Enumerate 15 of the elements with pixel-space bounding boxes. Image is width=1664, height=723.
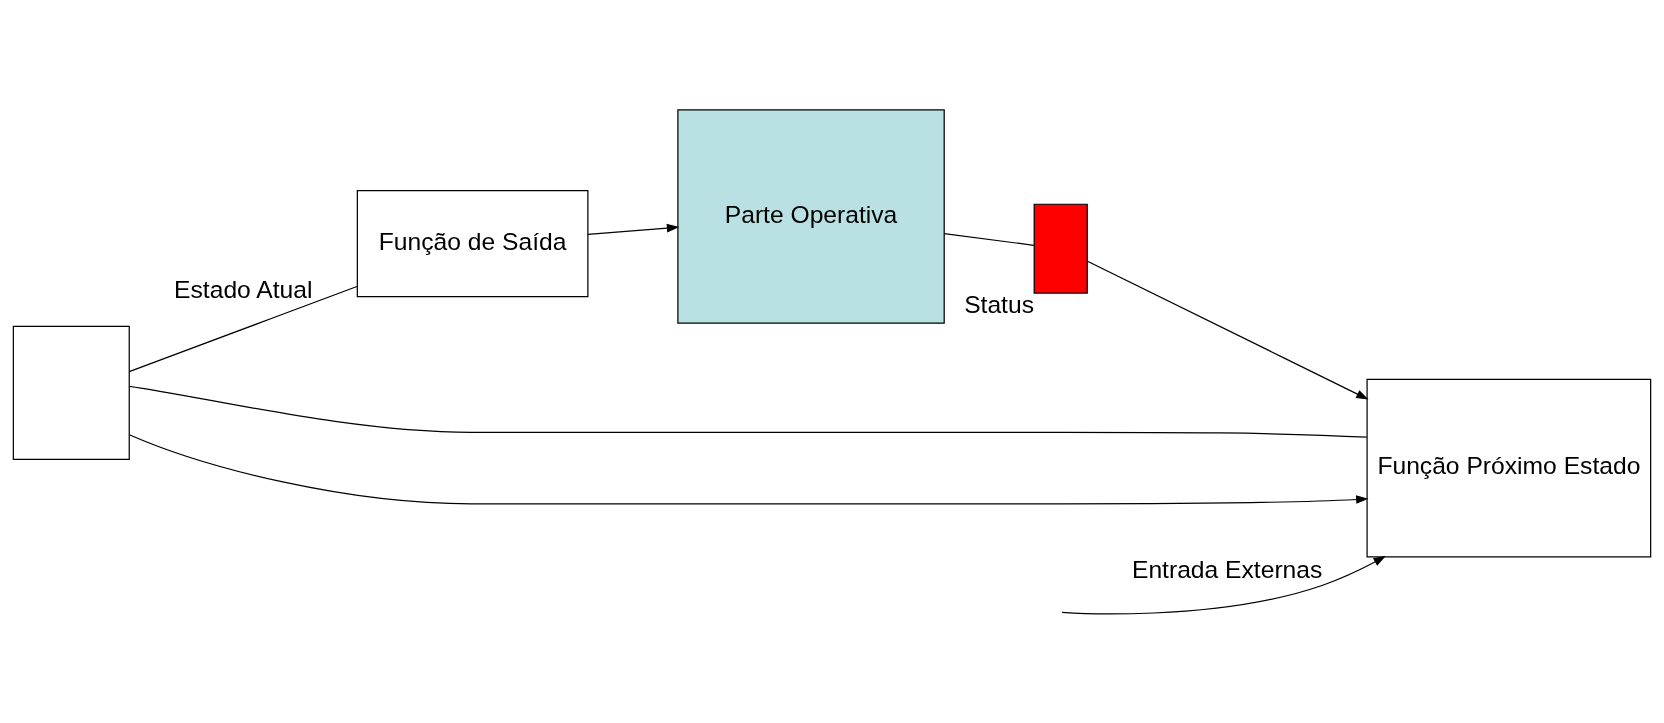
connector [128, 385, 1368, 438]
node-box: Função de Saída [356, 189, 589, 297]
connector [943, 232, 1035, 246]
arrow [1086, 260, 1369, 400]
node-box [12, 325, 130, 460]
arrow [128, 433, 1369, 504]
edge-label: Entrada Externas [1131, 555, 1323, 583]
node-box: Função Próximo Estado [1366, 378, 1652, 557]
arrow [1061, 555, 1386, 614]
node-box [1033, 203, 1088, 294]
node-box: Parte Operativa [677, 108, 945, 324]
node-label: Status [964, 290, 1034, 318]
connector [128, 285, 358, 372]
edge-label: Estado Atual [174, 275, 313, 303]
arrow [587, 223, 680, 235]
